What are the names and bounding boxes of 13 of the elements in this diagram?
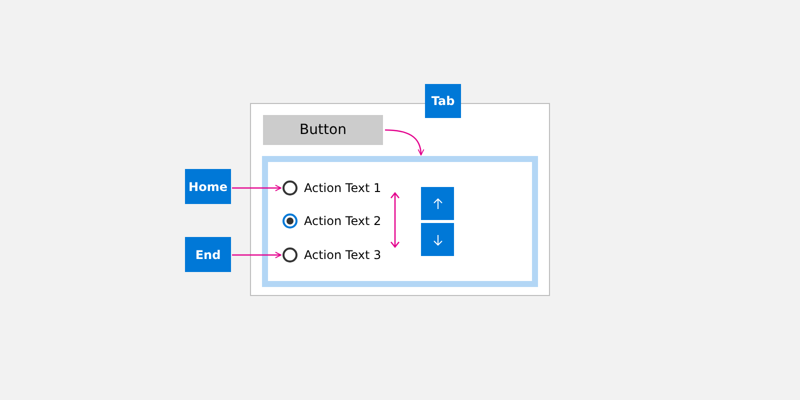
option-label: Action Text 2: [304, 214, 382, 228]
arrow: [384, 129, 424, 156]
radio-group-box: [262, 156, 538, 287]
key-label: End: [185, 237, 231, 272]
arrow: [232, 184, 282, 192]
key-label: Tab: [425, 84, 461, 118]
option-label: Action Text 1: [304, 181, 382, 195]
arrow: [232, 252, 282, 258]
up-key-button: [421, 187, 454, 220]
option-label: Action Text 3: [304, 248, 382, 262]
key-label: Home: [185, 169, 231, 204]
down-key-button: [421, 223, 454, 256]
button: Button: [263, 115, 383, 145]
